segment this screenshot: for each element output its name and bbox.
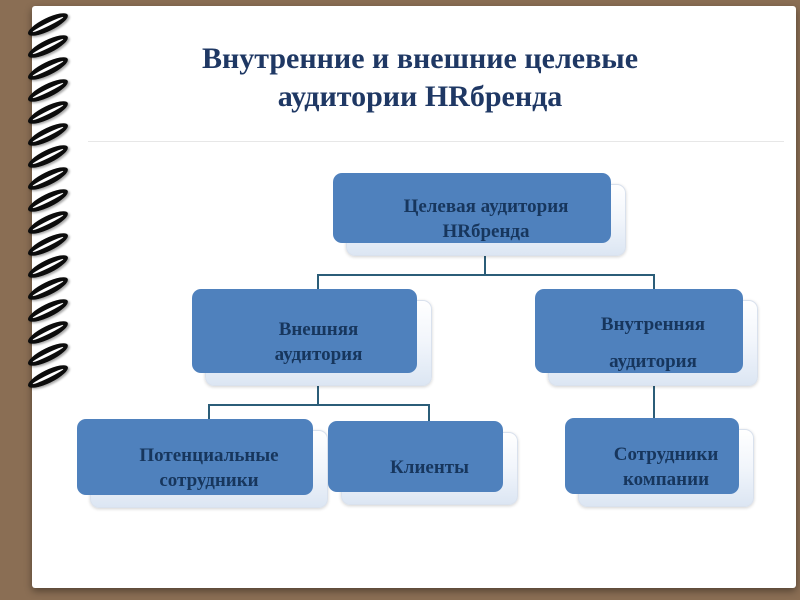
node-label: Внешняя аудитория	[274, 319, 363, 365]
connector-level2-horizontal	[317, 274, 655, 276]
node-target-audience-root: Целевая аудитория HRбренда	[333, 173, 626, 256]
connector-internal-down	[653, 384, 655, 434]
connector-level3-horizontal	[208, 404, 430, 406]
node-internal-audience: Внутренняя аудитория	[535, 289, 758, 386]
slide-title: Внутренние и внешние целевые аудитории H…	[160, 40, 680, 116]
spiral-binding	[25, 9, 71, 392]
node-label: Клиенты	[390, 457, 469, 479]
node-label: Целевая аудитория HRбренда	[403, 196, 569, 242]
connector-to-clients	[428, 404, 430, 436]
node-potential-employees: Потенциальные сотрудники	[77, 419, 328, 508]
node-external-audience: Внешняя аудитория	[192, 289, 432, 386]
node-label: Потенциальные сотрудники	[139, 445, 279, 491]
connector-root-down	[484, 254, 486, 276]
slide-title-line-2: аудитории HRбренда	[277, 80, 563, 114]
node-label: Сотрудники компании	[613, 444, 719, 490]
node-label: Внутренняя аудитория	[600, 313, 706, 372]
node-clients: Клиенты	[328, 421, 518, 505]
title-divider	[88, 141, 784, 142]
node-company-employees: Сотрудники компании	[565, 418, 754, 507]
connector-external-down	[317, 384, 319, 406]
slide-title-line-1: Внутренние и внешние целевые	[201, 42, 639, 75]
